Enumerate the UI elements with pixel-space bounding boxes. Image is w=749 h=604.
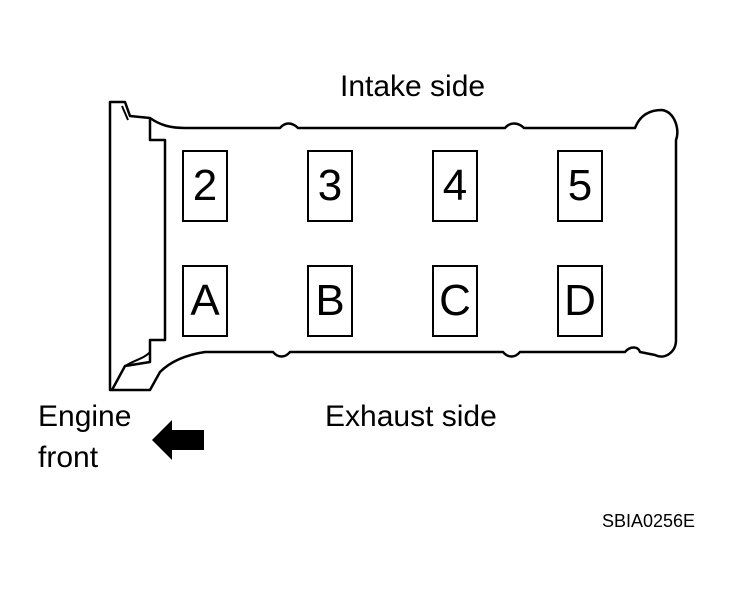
journal-cap-intake: 4 — [432, 150, 478, 222]
engine-front-label-line2: front — [38, 441, 99, 474]
journal-cap-intake: 5 — [557, 150, 603, 222]
journal-cap-intake: 2 — [182, 150, 228, 222]
journal-cap-intake: 3 — [307, 150, 353, 222]
journal-cap-exhaust: C — [432, 265, 478, 337]
arrow-left-icon — [152, 420, 204, 460]
figure-code: SBIA0256E — [602, 511, 696, 531]
engine-front-label-line1: Engine — [38, 400, 132, 433]
journal-cap-exhaust: A — [182, 265, 228, 337]
journal-cap-exhaust: B — [307, 265, 353, 337]
intake-side-label: Intake side — [340, 70, 486, 103]
exhaust-side-label: Exhaust side — [325, 400, 497, 433]
journal-cap-exhaust: D — [557, 265, 603, 337]
